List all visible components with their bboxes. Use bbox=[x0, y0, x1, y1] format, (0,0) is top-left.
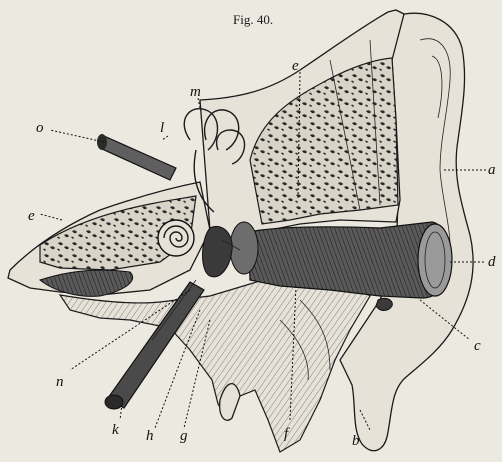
label-e-upper: e bbox=[292, 58, 299, 74]
label-d: d bbox=[488, 254, 496, 270]
label-e-left: e bbox=[28, 208, 35, 224]
label-k: k bbox=[112, 422, 119, 438]
figure-caption: Fig. 40. bbox=[233, 12, 273, 27]
label-g: g bbox=[180, 428, 188, 444]
label-b: b bbox=[352, 433, 360, 449]
label-l: l bbox=[160, 120, 164, 136]
label-o: o bbox=[36, 120, 44, 136]
label-a: a bbox=[488, 162, 496, 178]
temporal-bone bbox=[200, 10, 404, 240]
label-n: n bbox=[56, 374, 64, 390]
label-m: m bbox=[190, 84, 201, 100]
cochlea bbox=[158, 220, 194, 256]
label-h: h bbox=[146, 428, 154, 444]
lower-base bbox=[60, 270, 370, 452]
nerve-tube bbox=[97, 134, 176, 180]
label-c: c bbox=[474, 338, 481, 354]
